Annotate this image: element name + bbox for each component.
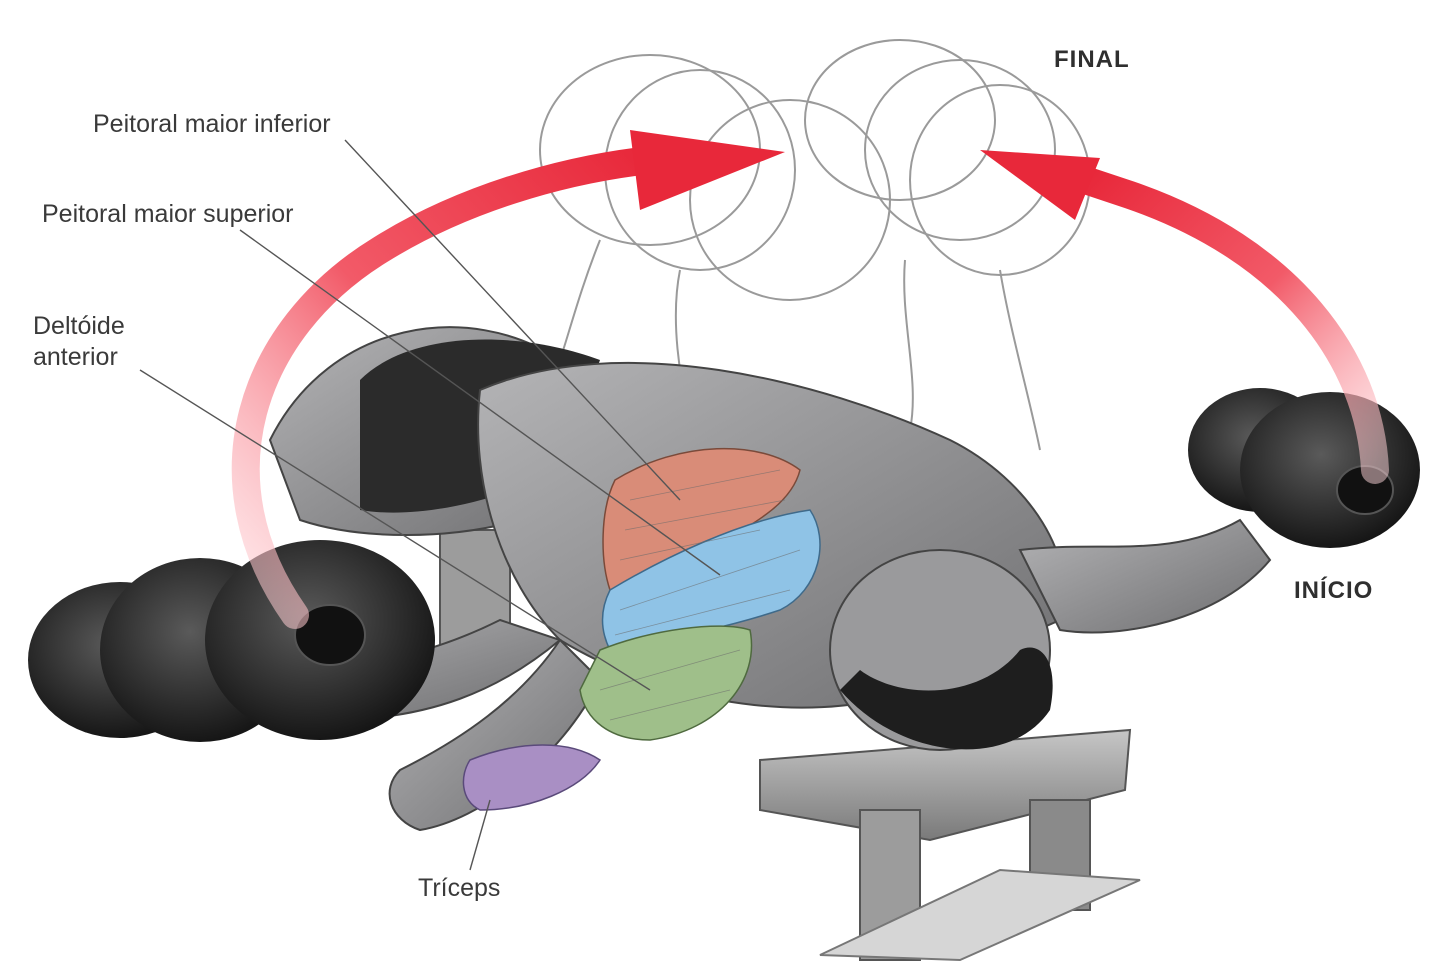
peitoral-inferior-label: Peitoral maior inferior (93, 110, 331, 138)
deltoide-label-line1: Deltóide (33, 312, 125, 340)
triceps-muscle (463, 745, 600, 810)
peitoral-superior-label: Peitoral maior superior (42, 200, 294, 228)
final-label: FINAL (1054, 46, 1130, 73)
left-dumbbell (28, 540, 435, 742)
inicio-label: INÍCIO (1294, 576, 1373, 604)
triceps-label: Tríceps (418, 874, 500, 902)
deltoide-label-line2: anterior (33, 343, 118, 371)
